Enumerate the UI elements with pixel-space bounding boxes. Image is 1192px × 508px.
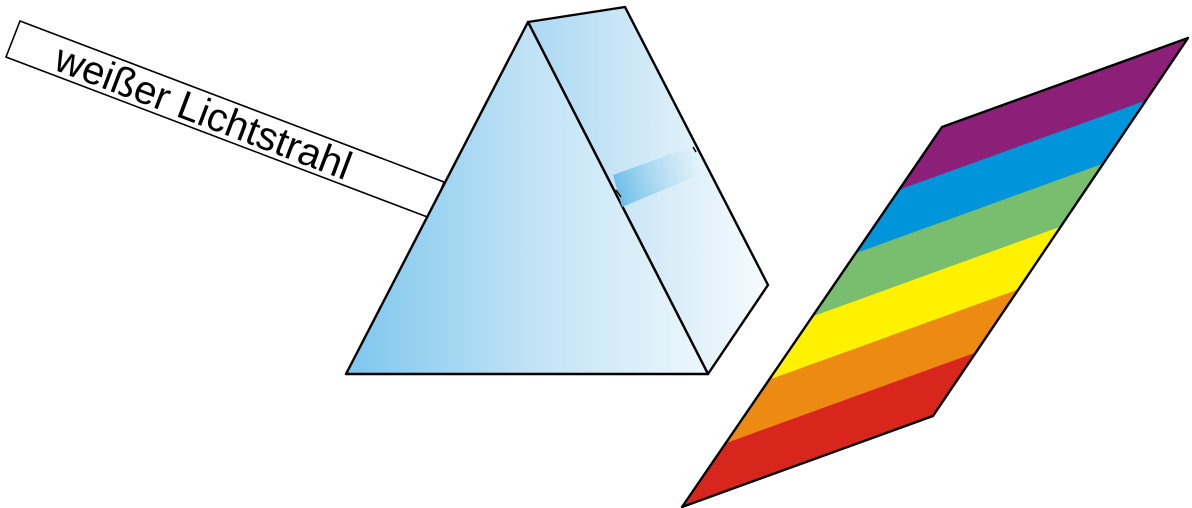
white-light-beam: weißer Lichtstrahl	[6, 21, 444, 218]
beam-label: weißer Lichtstrahl	[48, 36, 358, 189]
